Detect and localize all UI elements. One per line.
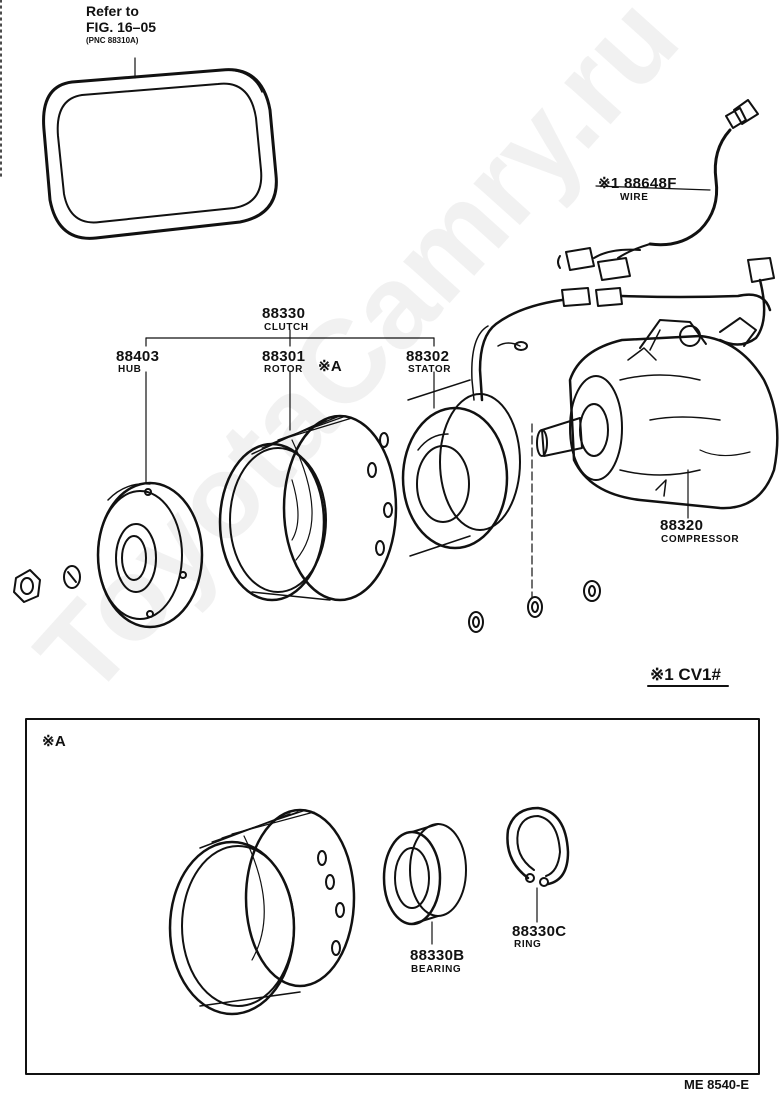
bearing-part-name: BEARING bbox=[411, 964, 462, 975]
ring-part-name: RING bbox=[514, 939, 542, 950]
hub-part-number: 88403 bbox=[116, 348, 160, 365]
rotor bbox=[218, 371, 398, 602]
reference-line2: FIG. 16–05 bbox=[86, 19, 157, 35]
compressor-part-number: 88320 bbox=[660, 517, 704, 534]
v-belt bbox=[42, 57, 278, 240]
wire-harness bbox=[471, 99, 775, 402]
compressor bbox=[536, 317, 779, 519]
shim bbox=[468, 580, 601, 633]
stator-part-name: STATOR bbox=[408, 364, 452, 375]
clutch-part-name: CLUTCH bbox=[264, 322, 309, 333]
wire-part-number: ※1 88648F bbox=[598, 175, 677, 192]
snap-ring bbox=[506, 806, 570, 923]
applicability-note: ※1 CV1# bbox=[650, 665, 721, 684]
detail-rotor bbox=[168, 808, 356, 1016]
stator bbox=[401, 371, 521, 557]
detail-title: ※A bbox=[42, 733, 67, 750]
clutch-part-number: 88330 bbox=[262, 305, 306, 322]
bearing bbox=[382, 823, 467, 945]
reference-line3: (PNC 88310A) bbox=[86, 36, 139, 45]
figure-id: ME 8540-E bbox=[684, 1077, 750, 1092]
ring-part-number: 88330C bbox=[512, 923, 567, 940]
wire-part-name: WIRE bbox=[620, 192, 649, 203]
nut bbox=[13, 569, 41, 603]
hub bbox=[96, 371, 204, 629]
compressor-part-name: COMPRESSOR bbox=[661, 534, 740, 545]
reference-line1: Refer to bbox=[86, 3, 139, 19]
hub-part-name: HUB bbox=[118, 364, 142, 375]
rotor-part-number: 88301 bbox=[262, 348, 306, 365]
clutch-bracket bbox=[145, 329, 435, 347]
stator-part-number: 88302 bbox=[406, 348, 450, 365]
washer bbox=[63, 565, 81, 589]
detail-frame bbox=[25, 718, 760, 1075]
rotor-part-name: ROTOR bbox=[264, 364, 303, 375]
bearing-part-number: 88330B bbox=[410, 947, 465, 964]
rotor-detail-mark: ※A bbox=[318, 358, 343, 375]
